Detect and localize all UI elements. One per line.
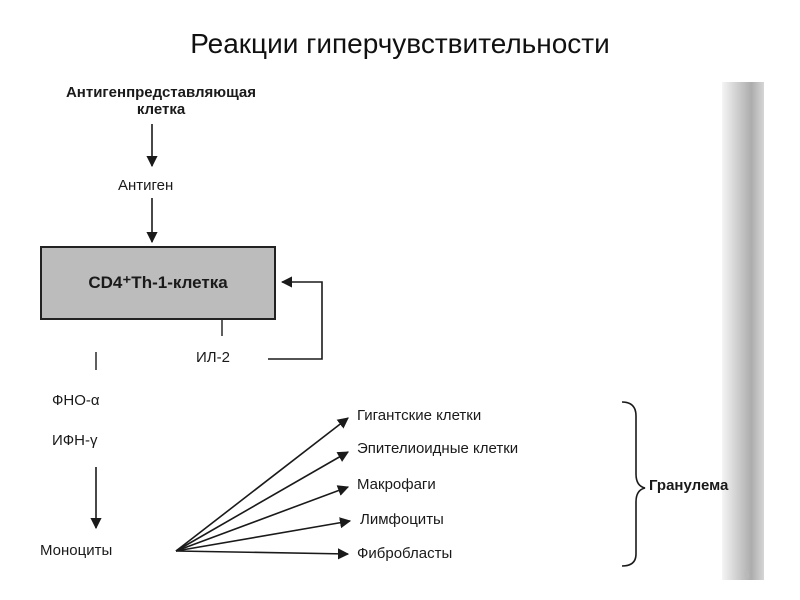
cd4-th1-cell-label: CD4⁺Th-1-клетка xyxy=(88,273,228,292)
monocytes-label: Моноциты xyxy=(40,542,113,559)
granuloma-brace xyxy=(621,401,646,567)
outcome-lymphocytes: Лимфоциты xyxy=(360,511,444,528)
apc-label-line2: клетка xyxy=(136,101,186,118)
outcome-macrophages: Макрофаги xyxy=(357,476,436,493)
slide-title: Реакции гиперчувствительности xyxy=(190,28,610,59)
cd4-th1-cell-box: CD4⁺Th-1-клетка xyxy=(40,246,276,320)
arrow-monocytes-to-epithelioid-cells xyxy=(175,451,349,552)
arrow-monocytes-to-macrophages xyxy=(175,485,350,552)
scan-page-edge xyxy=(722,82,764,580)
outcome-giant-cells: Гигантские клетки xyxy=(357,407,482,424)
page-number: 6 xyxy=(744,570,750,581)
il2-label: ИЛ-2 xyxy=(196,349,230,366)
outcome-fibroblasts: Фибробласты xyxy=(357,545,453,562)
tnf-alpha-label: ФНО-α xyxy=(52,392,100,409)
arrow-monocytes-to-lymphocytes xyxy=(175,517,352,552)
antigen-label: Антиген xyxy=(118,177,174,194)
apc-label: Антигенпредставляющая клетка xyxy=(30,84,292,118)
arrow-il2-feedback xyxy=(268,276,323,360)
arrow-monocytes-to-giant-cells xyxy=(175,417,349,552)
granuloma-label: Гранулема xyxy=(649,477,729,494)
outcome-epithelioid-cells: Эпителиоидные клетки xyxy=(357,440,519,457)
apc-label-line1: Антигенпредставляющая xyxy=(65,84,257,101)
ifn-gamma-label: ИФН-γ xyxy=(52,432,98,449)
arrow-monocytes-to-fibroblasts xyxy=(175,548,350,560)
